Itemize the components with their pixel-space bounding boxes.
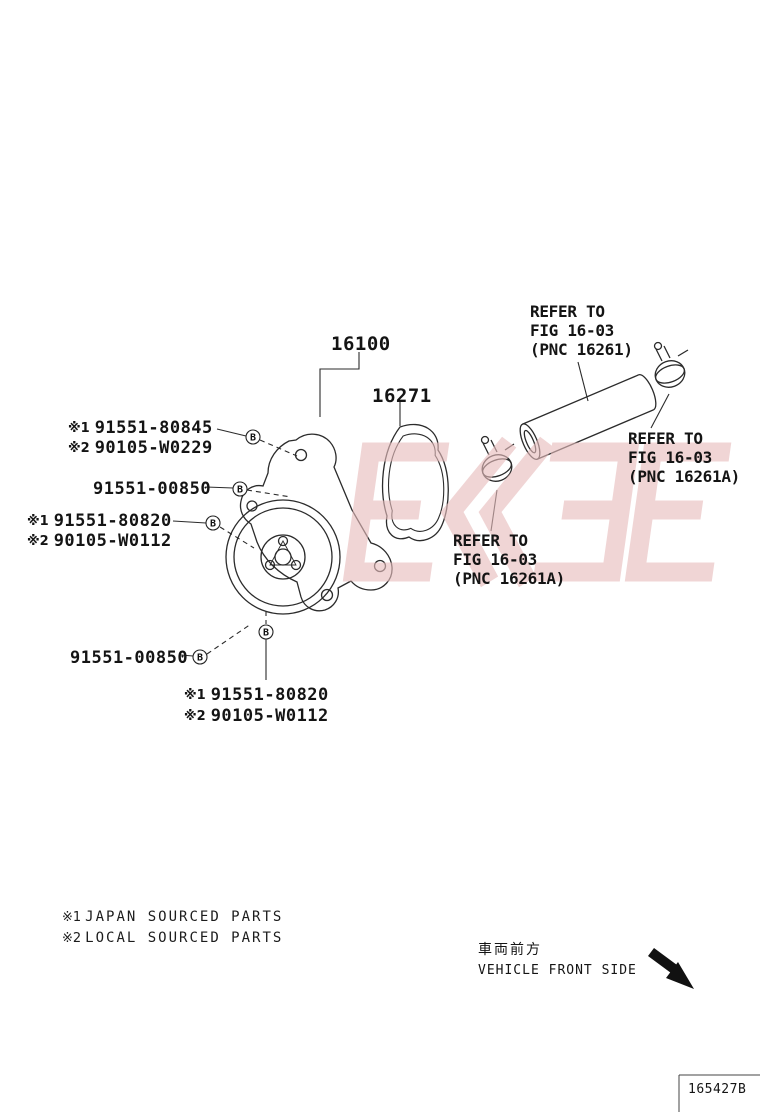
ref-mark: ※2 <box>27 534 49 549</box>
part-row[interactable]: ※2 90105-W0112 <box>184 706 329 726</box>
watermark-logo <box>342 436 732 588</box>
refer-note-bottom: REFER TO FIG 16-03 (PNC 16261A) <box>453 531 565 588</box>
clamp-upper-drawing <box>653 341 689 388</box>
part-number: 90105-W0112 <box>210 706 329 726</box>
part-number: 91551-00850 <box>70 648 189 668</box>
part-row[interactable]: 91551-00850 <box>65 648 188 668</box>
refer-note-line: (PNC 16261) <box>530 340 633 359</box>
refer-note-line: (PNC 16261A) <box>628 467 740 486</box>
vehicle-front-arrow <box>648 948 694 989</box>
b-markers: B B B B B <box>192 429 274 665</box>
refer-note-line: (PNC 16261A) <box>453 569 565 588</box>
footer-corner-frame <box>678 1074 760 1112</box>
refer-note-line: FIG 16-03 <box>530 321 614 340</box>
b-marker: B <box>192 649 208 665</box>
ref-mark: ※2 <box>62 931 82 946</box>
bolt-hole <box>320 588 334 602</box>
ref-mark: ※1 <box>184 688 206 703</box>
leader-lines-dashed <box>206 439 298 655</box>
refer-note-line: REFER TO <box>453 531 528 550</box>
b-marker-letter: B <box>197 653 203 664</box>
b-marker-letter: B <box>250 433 256 444</box>
part-number: 91551-80820 <box>210 685 329 705</box>
part-number: 90105-W0112 <box>53 531 172 551</box>
refer-note-line: REFER TO <box>530 302 605 321</box>
part-row[interactable]: ※1 91551-80820 <box>184 685 329 705</box>
refer-note-line: REFER TO <box>628 429 703 448</box>
legend-text: JAPAN SOURCED PARTS <box>85 909 284 925</box>
part-number: 91551-80845 <box>94 418 213 438</box>
part-label-16271[interactable]: 16271 <box>372 385 432 407</box>
vehicle-front-label-en: VEHICLE FRONT SIDE <box>478 963 637 978</box>
b-marker: B <box>232 481 248 497</box>
ref-mark: ※1 <box>68 421 90 436</box>
ref-mark: ※1 <box>27 514 49 529</box>
vehicle-front-label-jp: 車両前方 <box>478 942 542 958</box>
b-marker: B <box>205 515 221 531</box>
b-marker: B <box>258 624 274 640</box>
b-marker: B <box>245 429 261 445</box>
part-number: 91551-00850 <box>93 479 212 499</box>
part-number: 91551-80820 <box>53 511 172 531</box>
bolt-hole <box>294 448 308 462</box>
part-row[interactable]: ※2 90105-W0229 <box>68 438 213 458</box>
part-row[interactable]: ※2 90105-W0112 <box>27 531 172 551</box>
refer-note-right: REFER TO FIG 16-03 (PNC 16261A) <box>628 429 740 486</box>
legend-text: LOCAL SOURCED PARTS <box>85 930 284 946</box>
b-marker-letter: B <box>263 628 269 639</box>
part-row[interactable]: ※1 91551-80820 <box>27 511 172 531</box>
ref-mark: ※1 <box>62 910 82 925</box>
part-row[interactable]: ※1 91551-80845 <box>68 418 213 438</box>
ref-mark: ※2 <box>184 709 206 724</box>
leader-lines-solid <box>172 352 670 680</box>
refer-note-line: FIG 16-03 <box>453 550 537 569</box>
gasket-drawing <box>381 423 449 542</box>
refer-note-line: FIG 16-03 <box>628 448 712 467</box>
b-marker-letter: B <box>237 485 243 496</box>
part-number: 90105-W0229 <box>94 438 213 458</box>
figure-code: 165427B <box>688 1082 747 1097</box>
b-marker-letter: B <box>210 519 216 530</box>
part-row[interactable]: 91551-00850 <box>88 479 211 499</box>
part-label-16100[interactable]: 16100 <box>331 333 391 355</box>
ref-mark: ※2 <box>68 441 90 456</box>
refer-note-top: REFER TO FIG 16-03 (PNC 16261) <box>530 302 633 359</box>
